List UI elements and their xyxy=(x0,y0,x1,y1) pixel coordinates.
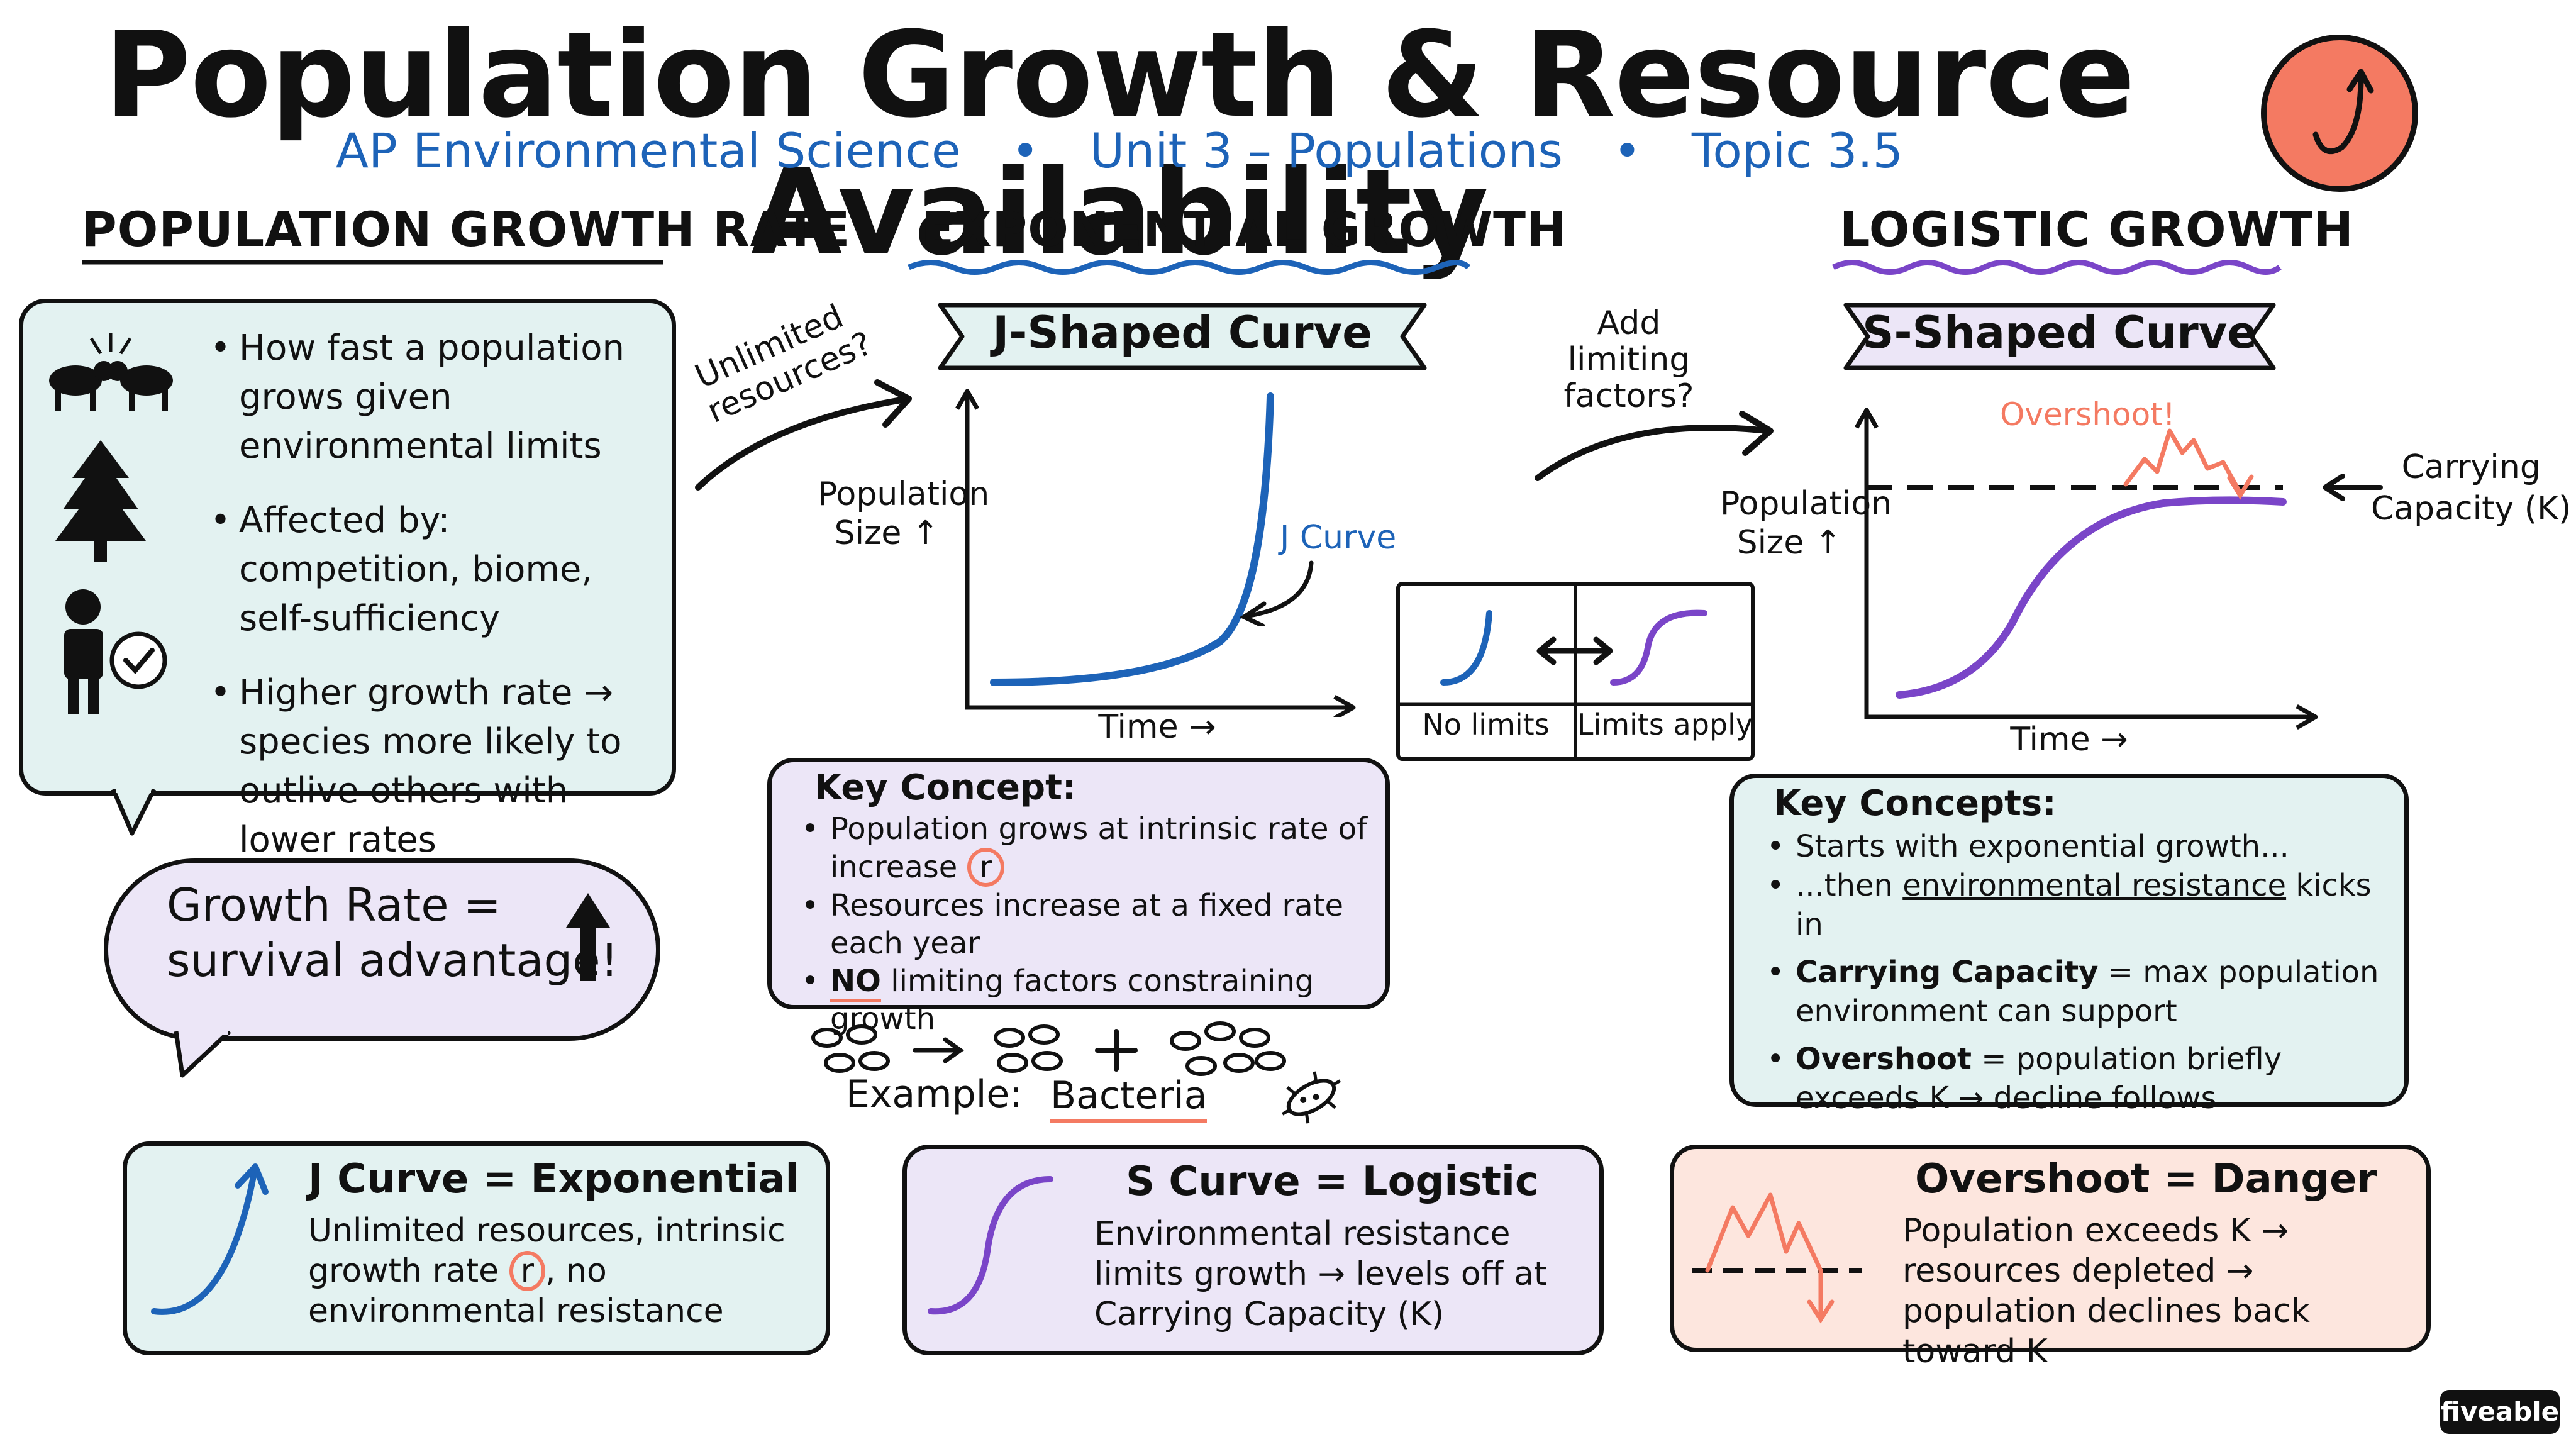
key-concept-bullets: Population grows at intrinsic rate of in… xyxy=(801,810,1371,1038)
s-curve-icon xyxy=(928,1176,1053,1315)
key-concept-title: Key Concept: xyxy=(814,767,1077,808)
key-concepts-title: Key Concepts: xyxy=(1774,783,2057,824)
x-axis-label: Time → xyxy=(2010,721,2128,758)
s-curve-ribbon-label: S-Shaped Curve xyxy=(1862,307,2257,358)
example-value: Bacteria xyxy=(1050,1072,1208,1123)
separator: • xyxy=(1613,123,1641,179)
comparison-curves xyxy=(1396,582,1755,761)
list-item: Starts with exponential growth... xyxy=(1767,827,2393,866)
overshoot-summary-title: Overshoot = Danger xyxy=(1915,1156,2377,1202)
list-item: ...then environmental resistance kicks i… xyxy=(1767,866,2393,944)
list-item: Higher growth rate → species more likely… xyxy=(210,669,667,865)
y-axis-label-2: Size ↑ xyxy=(834,514,940,552)
overshoot-summary-desc: Population exceeds K → resources deplete… xyxy=(1902,1212,2310,1370)
arrow-icon xyxy=(1239,560,1314,626)
growth-logo-icon xyxy=(2261,35,2418,192)
growth-rate-callout xyxy=(104,858,660,1041)
list-item: Affected by: competition, biome, self-su… xyxy=(210,496,667,643)
overshoot-icon xyxy=(1692,1192,1862,1324)
list-item: How fast a population grows given enviro… xyxy=(210,324,667,471)
list-item: Overshoot = population briefly exceeds K… xyxy=(1767,1040,2393,1118)
limits-apply-label: Limits apply xyxy=(1577,708,1753,741)
callout-line-2: survival advantage! xyxy=(167,934,619,987)
subtitle: AP Environmental Science • Unit 3 – Popula… xyxy=(0,123,2239,179)
separator: • xyxy=(1011,123,1040,179)
overshoot-label: Overshoot! xyxy=(2000,396,2175,433)
key-concepts-bullets: Starts with exponential growth... ...the… xyxy=(1767,827,2393,1118)
speech-tail xyxy=(111,789,157,836)
heading-exponential: EXPONENTIAL GROWTH xyxy=(921,201,1567,257)
no-limits-label: No limits xyxy=(1422,708,1550,741)
bacterium-icon xyxy=(1281,1071,1341,1124)
person-check-icon xyxy=(50,585,176,719)
j-curve-summary-box xyxy=(123,1141,830,1355)
j-curve-ribbon xyxy=(938,303,1427,370)
arrow-icon xyxy=(2323,474,2383,501)
j-curve-chart xyxy=(955,389,1356,717)
topic-name: Topic 3.5 xyxy=(1691,123,1903,179)
list-item: Resources increase at a fixed rate each … xyxy=(801,887,1371,962)
j-curve-ribbon-label: J-Shaped Curve xyxy=(992,307,1372,358)
unit-name: Unit 3 – Populations xyxy=(1089,123,1563,179)
up-arrow-icon xyxy=(563,890,613,987)
j-curve-summary-title: J Curve = Exponential xyxy=(308,1156,799,1202)
overshoot-summary-box xyxy=(1670,1145,2431,1352)
brand-logo: fiveable xyxy=(2440,1390,2560,1434)
list-item: Population grows at intrinsic rate of in… xyxy=(801,810,1371,887)
r-symbol: r xyxy=(967,848,1005,887)
capacity-label: Carrying xyxy=(2401,448,2541,486)
limiting-factors-label: Add limiting factors? xyxy=(1563,304,1694,415)
heading-logistic: LOGISTIC GROWTH xyxy=(1840,201,2354,257)
heading-underline xyxy=(82,260,663,265)
growth-rate-bullets: How fast a population grows given enviro… xyxy=(210,324,667,890)
heading-underline-wavy xyxy=(1831,260,2282,275)
heading-growth-rate: POPULATION GROWTH RATE xyxy=(82,201,851,257)
tree-icon xyxy=(50,437,151,565)
speech-tail xyxy=(174,1031,231,1078)
list-item: NO limiting factors constraining growth xyxy=(801,962,1371,1038)
r-symbol: r xyxy=(509,1251,546,1291)
arrow-icon xyxy=(695,379,912,491)
j-curve-icon xyxy=(151,1163,269,1315)
fighting-animals-icon xyxy=(41,321,186,418)
j-curve-summary-desc: Unlimited resources, intrinsic growth ra… xyxy=(308,1212,786,1330)
capacity-label-2: Capacity (K) xyxy=(2371,490,2572,528)
bacteria-multiplying-icon xyxy=(811,1021,1286,1076)
y-axis-label: Population xyxy=(818,475,990,513)
s-curve-ribbon xyxy=(1843,303,2276,370)
callout-line-1: Growth Rate = xyxy=(167,879,501,931)
heading-underline-wavy xyxy=(908,260,1471,275)
s-curve-summary-desc: Environmental resistance limits growth →… xyxy=(1094,1215,1547,1333)
arrow-icon xyxy=(1535,411,1774,481)
course-name: AP Environmental Science xyxy=(336,123,961,179)
example-label: Example: xyxy=(846,1072,1023,1116)
list-item: Carrying Capacity = max population envir… xyxy=(1767,953,2393,1031)
y-axis-label-2: Size ↑ xyxy=(1736,524,1842,562)
x-axis-label: Time → xyxy=(1098,708,1216,746)
s-curve-chart xyxy=(1854,408,2318,730)
y-axis-label: Population xyxy=(1720,485,1892,523)
s-curve-summary-title: S Curve = Logistic xyxy=(1126,1158,1539,1205)
page-title: Population Growth & Resource Availabilit… xyxy=(104,6,2136,282)
s-curve-summary-box xyxy=(902,1145,1604,1355)
j-curve-label: J Curve xyxy=(1280,519,1397,557)
